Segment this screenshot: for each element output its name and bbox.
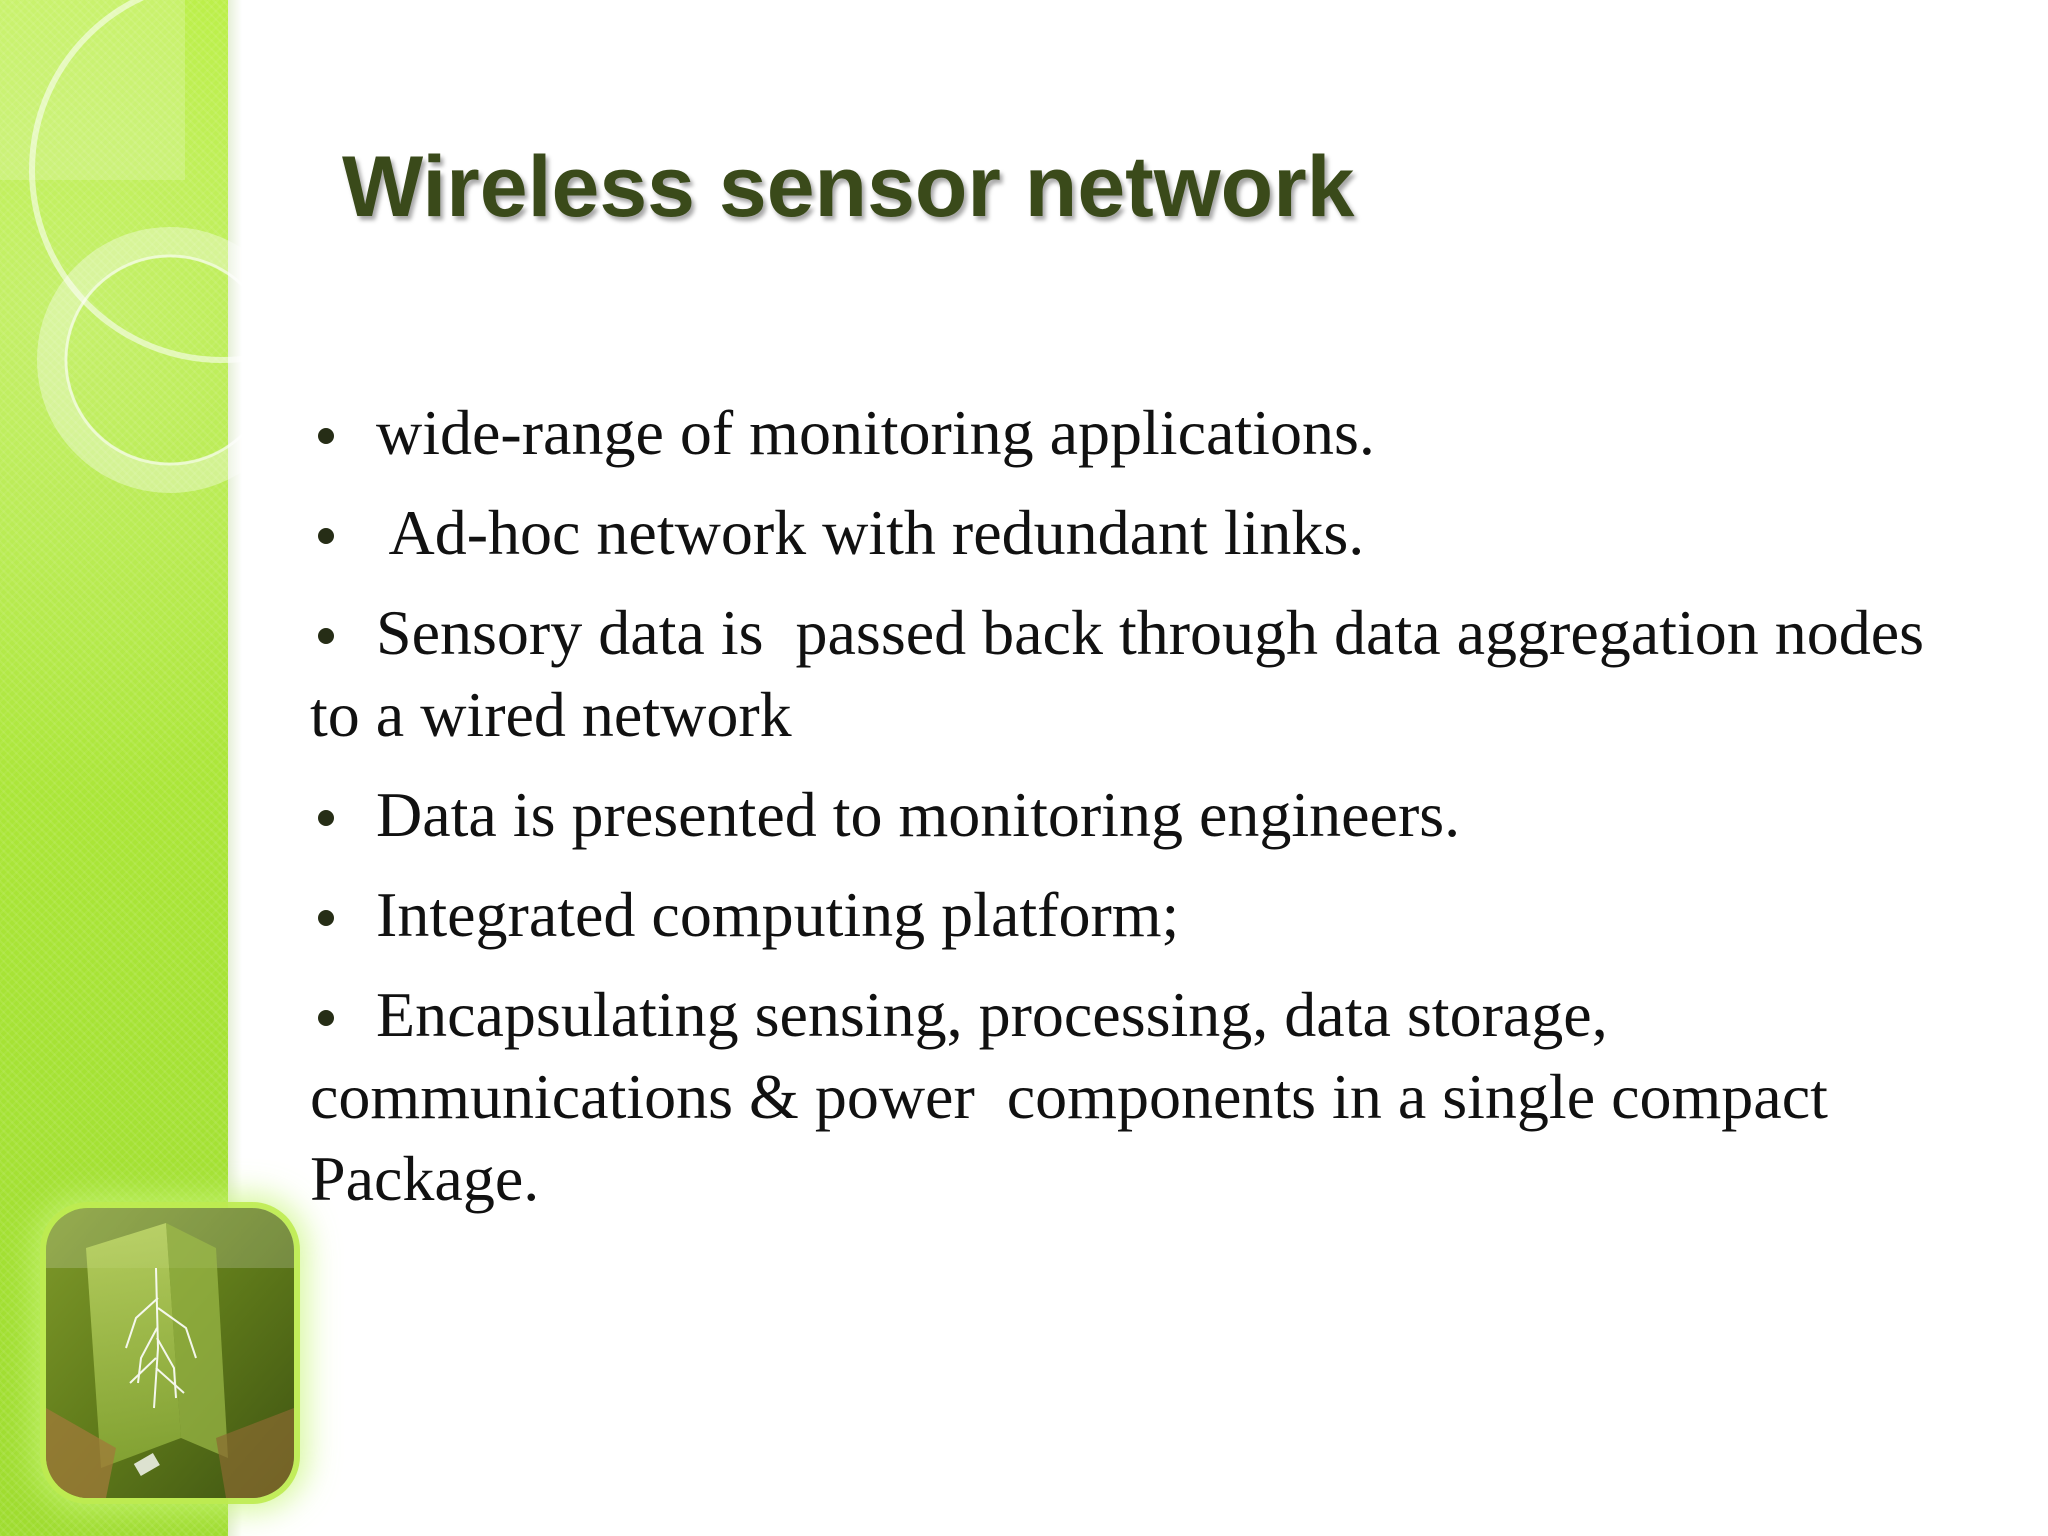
dot-bullet-icon (318, 910, 334, 926)
bullet-text: wide-range of monitoring applications. (376, 397, 1375, 468)
bullet-text: Ad-hoc network with redundant links. (376, 497, 1365, 568)
list-item: Ad-hoc network with redundant links. (310, 492, 1950, 574)
decorative-circles-icon (0, 0, 260, 493)
bullet-text: Integrated computing platform; (376, 879, 1180, 950)
side-band-shadow (228, 0, 242, 1536)
plant-root-logo-icon (46, 1208, 294, 1498)
bullet-text: Data is presented to monitoring engineer… (376, 779, 1461, 850)
list-item: Data is presented to monitoring engineer… (310, 774, 1950, 856)
list-item: wide-range of monitoring applications. (310, 392, 1950, 474)
list-item: Sensory data is passed back through data… (310, 592, 1950, 756)
list-item: Integrated computing platform; (310, 874, 1950, 956)
decorative-side-band (0, 0, 228, 1536)
bullet-text: Sensory data is passed back through data… (310, 597, 1941, 750)
bullet-list: wide-range of monitoring applications. A… (310, 392, 1950, 1238)
list-item: Encapsulating sensing, processing, data … (310, 974, 1950, 1220)
bullet-text: Encapsulating sensing, processing, data … (310, 979, 1844, 1214)
dot-bullet-icon (318, 1010, 334, 1026)
dot-bullet-icon (318, 528, 334, 544)
dot-bullet-icon (318, 810, 334, 826)
dot-bullet-icon (318, 628, 334, 644)
dot-bullet-icon (318, 428, 334, 444)
slide-title: Wireless sensor network (342, 139, 1355, 235)
